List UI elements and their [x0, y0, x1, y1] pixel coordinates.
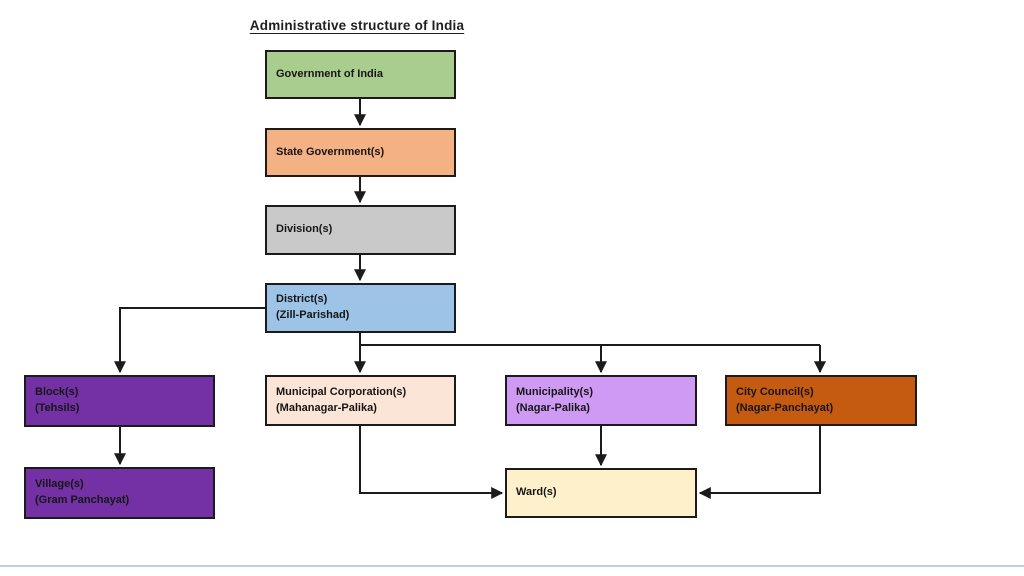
node-label: Village(s) — [35, 478, 84, 491]
node-label: Municipal Corporation(s) — [276, 385, 407, 398]
node-sublabel: (Zill-Parishad) — [276, 309, 350, 321]
node-city-council[interactable]: City Council(s) (Nagar-Panchayat) — [725, 375, 917, 426]
node-label: Municipality(s) — [516, 385, 594, 398]
node-label: City Council(s) — [736, 385, 814, 398]
node-state-government[interactable]: State Government(s) — [265, 128, 456, 177]
node-label: Government of India — [276, 67, 383, 80]
node-sublabel: (Nagar-Palika) — [516, 401, 590, 414]
node-label: Division(s) — [276, 223, 333, 236]
edge-municipal-corporation-ward — [359, 426, 504, 499]
node-village[interactable]: Village(s) (Gram Panchayat) — [24, 467, 215, 519]
node-label: State Government(s) — [276, 145, 385, 158]
node-label: Ward(s) — [516, 486, 557, 499]
node-division[interactable]: Division(s) — [265, 205, 456, 255]
node-government-of-india[interactable]: Government of India — [265, 50, 456, 99]
node-label: District(s) — [276, 293, 328, 306]
node-municipal-corporation[interactable]: Municipal Corporation(s) (Mahanagar-Pali… — [265, 375, 456, 426]
node-sublabel: (Nagar-Panchayat) — [736, 401, 834, 414]
node-ward[interactable]: Ward(s) — [505, 468, 697, 518]
edge-city-council-ward — [698, 426, 821, 499]
node-sublabel: (Tehsils) — [35, 402, 80, 414]
node-municipality[interactable]: Municipality(s) (Nagar-Palika) — [505, 375, 697, 426]
node-label: Block(s) — [35, 386, 79, 399]
slide-bottom-divider — [0, 565, 1024, 567]
node-sublabel: (Gram Panchayat) — [35, 494, 130, 506]
node-block[interactable]: Block(s) (Tehsils) — [24, 375, 215, 427]
node-sublabel: (Mahanagar-Palika) — [276, 401, 377, 414]
diagram-title: Administrative structure of India — [249, 18, 465, 33]
node-district[interactable]: District(s) (Zill-Parishad) — [265, 283, 456, 333]
edge-district-block — [114, 307, 265, 374]
